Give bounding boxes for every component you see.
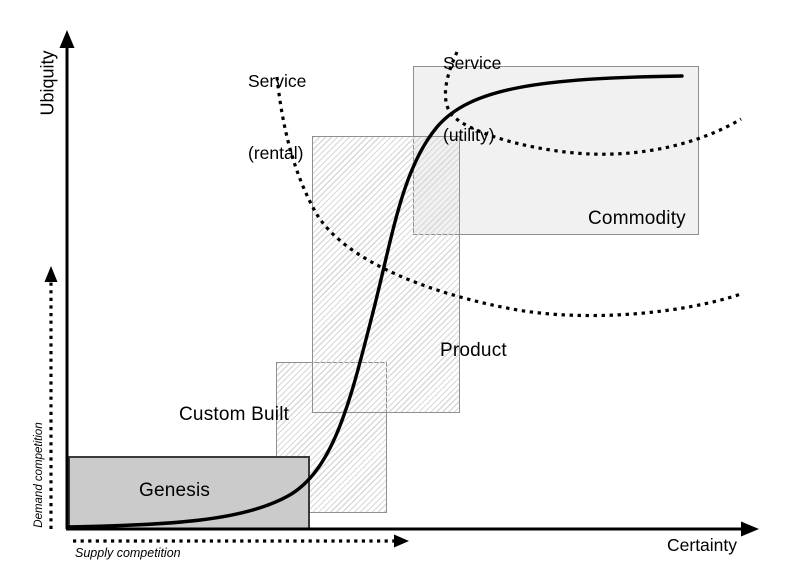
service-rental-curve bbox=[275, 76, 742, 318]
genesis-label: Genesis bbox=[139, 480, 211, 501]
service-rental-label-line2: (rental) bbox=[248, 143, 304, 163]
service-utility-label: Service (utility) bbox=[443, 3, 501, 195]
supply-competition-arrowhead-icon bbox=[394, 534, 409, 548]
y-axis-arrowhead-icon bbox=[59, 30, 75, 48]
genesis-box bbox=[68, 456, 310, 530]
service-utility-label-line2: (utility) bbox=[443, 125, 495, 145]
service-rental-label: Service (rental) bbox=[248, 21, 306, 213]
service-utility-label-line1: Service bbox=[443, 53, 502, 73]
service-rental-label-line1: Service bbox=[248, 71, 307, 91]
demand-competition-arrowhead-icon bbox=[44, 266, 58, 282]
product-box bbox=[312, 136, 460, 413]
custom-built-label: Custom Built bbox=[179, 404, 290, 425]
supply-competition-label: Supply competition bbox=[75, 546, 181, 560]
commodity-label: Commodity bbox=[588, 208, 686, 229]
evolution-s-curve bbox=[66, 74, 684, 529]
demand-competition-label: Demand competition bbox=[33, 422, 45, 528]
product-label: Product bbox=[440, 340, 507, 361]
x-axis-arrowhead-icon bbox=[741, 521, 759, 537]
y-axis-label: Ubiquity bbox=[37, 50, 58, 116]
service-utility-curve bbox=[443, 51, 742, 156]
x-axis-label: Certainty bbox=[667, 535, 738, 555]
